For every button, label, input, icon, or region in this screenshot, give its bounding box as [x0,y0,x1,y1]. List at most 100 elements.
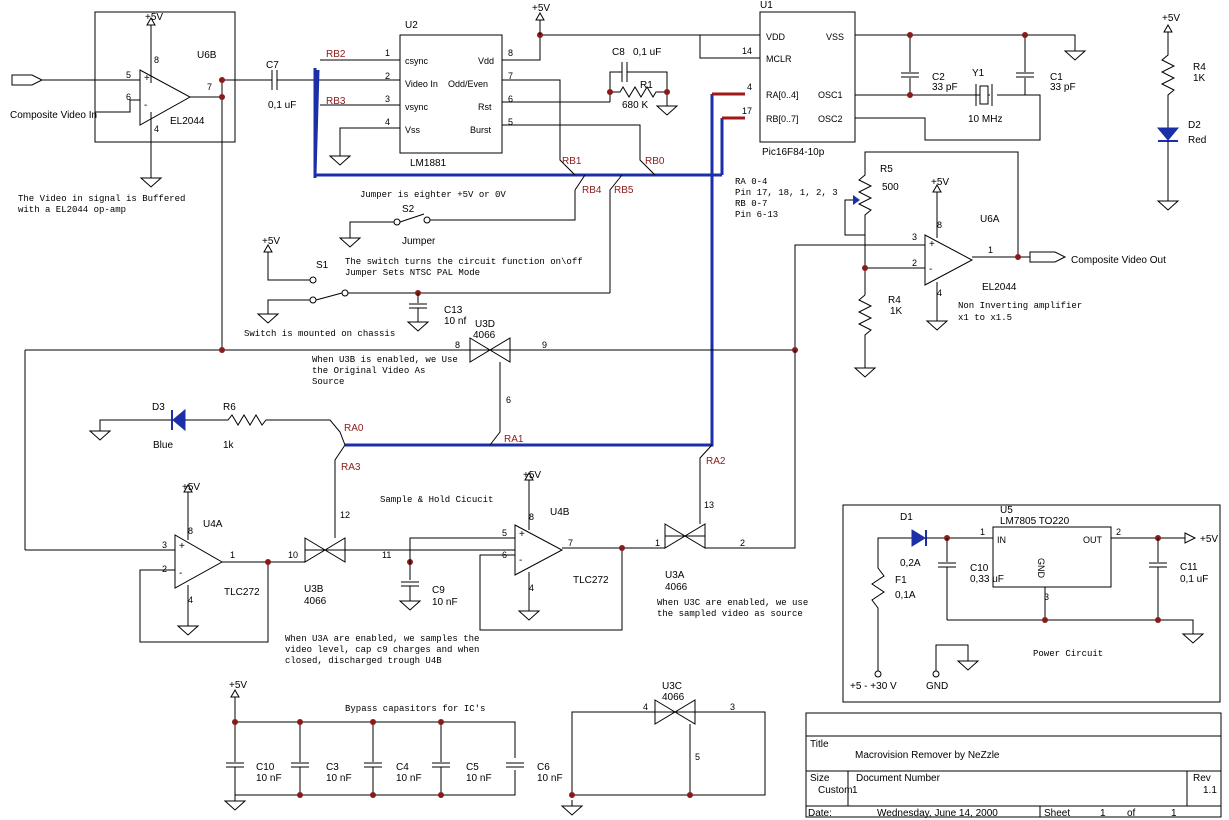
svg-text:C13: C13 [444,305,463,316]
svg-text:VSS: VSS [826,32,844,42]
svg-text:0,1 uF: 0,1 uF [268,100,296,111]
svg-text:1: 1 [385,48,390,58]
svg-text:The switch turns the circuit f: The switch turns the circuit function on… [345,257,583,267]
svg-text:F1: F1 [895,575,907,586]
svg-text:Jumper is eighter +5V or 0V: Jumper is eighter +5V or 0V [360,190,506,200]
svg-text:0,2A: 0,2A [900,558,921,569]
svg-text:+5V: +5V [1162,13,1180,24]
svg-text:5: 5 [508,117,513,127]
svg-text:4: 4 [937,288,942,298]
svg-text:video level, cap c9 charges an: video level, cap c9 charges and when [285,645,479,655]
svg-text:2: 2 [1116,527,1121,537]
svg-text:Pin 17, 18, 1, 2, 3: Pin 17, 18, 1, 2, 3 [735,188,838,198]
svg-text:RA1: RA1 [504,434,524,445]
svg-text:8: 8 [455,340,460,350]
u6b-part: EL2044 [170,116,205,127]
svg-text:4066: 4066 [662,692,685,703]
video-in-port [11,74,44,86]
svg-text:5: 5 [695,752,700,762]
title-block: Title Macrovision Remover by NeZzle Size… [805,712,1222,819]
u3d-switch: U3D 4066 8 9 6 [455,319,547,405]
svg-text:5: 5 [502,528,507,538]
svg-text:1: 1 [1100,808,1106,819]
svg-text:Vss: Vss [405,125,421,135]
svg-text:+5V: +5V [931,177,949,188]
svg-text:C9: C9 [432,585,445,596]
svg-text:Sheet: Sheet [1044,808,1070,819]
svg-text:Size: Size [810,773,830,784]
svg-text:Bypass capasitors for IC's: Bypass capasitors for IC's [345,704,485,714]
svg-text:Non Inverting amplifier: Non Inverting amplifier [958,301,1082,311]
svg-text:GND: GND [926,681,948,692]
svg-text:+: + [144,73,150,84]
svg-text:33 pF: 33 pF [1050,82,1076,93]
svg-text:3: 3 [730,702,735,712]
svg-text:RA 0-4: RA 0-4 [735,177,767,187]
video-out-label: Composite Video Out [1071,255,1166,266]
svg-text:-: - [179,568,182,579]
svg-text:RA3: RA3 [341,462,361,473]
svg-text:8: 8 [188,526,193,536]
svg-text:Date:: Date: [808,808,832,819]
svg-text:+: + [179,541,185,552]
svg-text:7: 7 [568,538,573,548]
svg-text:11: 11 [382,550,391,560]
svg-text:2: 2 [912,258,917,268]
svg-text:RB0: RB0 [645,156,665,167]
svg-text:U3B: U3B [304,584,324,595]
svg-text:10 MHz: 10 MHz [968,114,1002,125]
svg-text:6: 6 [506,395,511,405]
svg-text:MCLR: MCLR [766,54,792,64]
svg-text:8: 8 [937,220,942,230]
svg-text:R4: R4 [1193,62,1206,73]
svg-text:1: 1 [988,245,993,255]
svg-text:RB4: RB4 [582,185,602,196]
svg-text:+: + [929,239,935,250]
svg-text:TLC272: TLC272 [573,575,609,586]
svg-text:4: 4 [154,124,159,134]
svg-text:3: 3 [912,232,917,242]
u3a-switch: 1 2 13 U3A 4066 [655,500,745,593]
u2-lm1881: U2 LM1881 csync Video In vsync Vss 1 2 3… [385,20,513,169]
svg-text:When U3A are enabled, we sampl: When U3A are enabled, we samples the [285,634,479,644]
svg-text:+5 - +30 V: +5 - +30 V [850,681,897,692]
svg-text:C11: C11 [1180,562,1198,573]
svg-text:When U3C are enabled, we use: When U3C are enabled, we use [657,598,808,608]
svg-text:C1: C1 [1050,72,1063,83]
svg-text:0,1 uF: 0,1 uF [633,47,661,58]
svg-text:-: - [929,264,932,275]
svg-text:0,1 uF: 0,1 uF [1180,574,1208,585]
svg-text:of: of [1127,808,1136,819]
svg-text:R1: R1 [640,80,653,91]
video-out-port [1029,251,1067,263]
svg-text:closed, discharged trough U4B: closed, discharged trough U4B [285,656,442,666]
svg-text:U3C: U3C [662,681,682,692]
svg-text:Power Circuit: Power Circuit [1033,649,1103,659]
svg-text:-: - [144,100,147,111]
svg-text:Pic16F84-10p: Pic16F84-10p [762,147,825,158]
svg-text:the sampled video as source: the sampled video as source [657,609,803,619]
svg-text:17: 17 [742,106,752,116]
svg-text:C4: C4 [396,762,409,773]
svg-text:6: 6 [126,92,131,102]
svg-text:500: 500 [882,182,899,193]
svg-text:U4A: U4A [203,519,223,530]
svg-text:4: 4 [747,82,752,92]
svg-text:Red: Red [1188,135,1206,146]
svg-text:+5V: +5V [1200,534,1218,545]
svg-text:1K: 1K [1193,73,1206,84]
svg-text:R4: R4 [888,295,901,306]
svg-text:14: 14 [742,46,752,56]
svg-text:8: 8 [154,55,159,65]
svg-text:Sample & Hold Cicucit: Sample & Hold Cicucit [380,495,493,505]
svg-text:RB1: RB1 [562,156,582,167]
svg-text:3: 3 [162,540,167,550]
svg-text:When U3B is enabled, we Use: When U3B is enabled, we Use [312,355,458,365]
svg-text:GND: GND [1036,558,1046,579]
svg-text:LM7805 TO220: LM7805 TO220 [1000,516,1070,527]
svg-text:10 nF: 10 nF [537,773,563,784]
svg-text:D2: D2 [1188,120,1201,131]
svg-text:VDD: VDD [766,32,786,42]
svg-text:csync: csync [405,56,429,66]
